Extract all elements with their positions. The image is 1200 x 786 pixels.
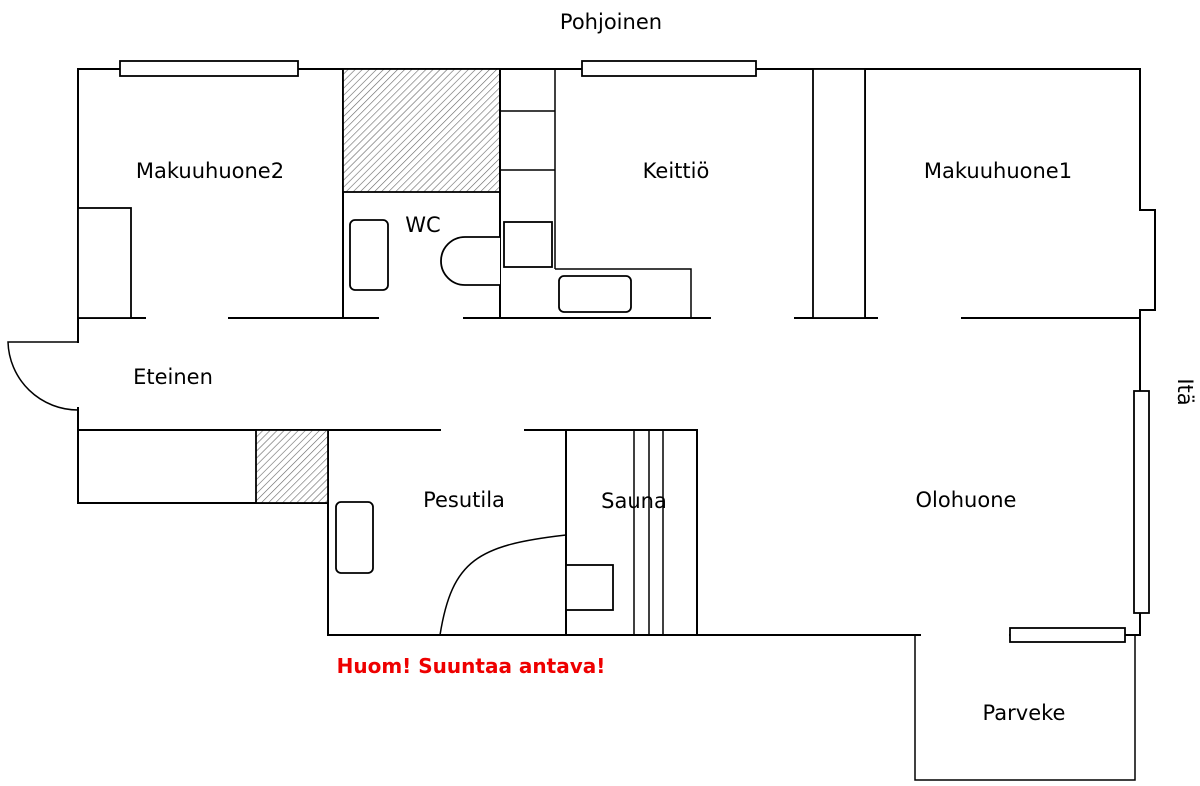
balcony-outline: [914, 635, 1136, 781]
sauna-benches: [633, 430, 664, 635]
wardrobe-kitchen-side: [812, 68, 866, 319]
kitchen-cabinets: [500, 69, 692, 318]
bay-window: [1139, 197, 1156, 311]
washbasin-washroom: [335, 501, 374, 574]
shaft-hatched-north: [342, 68, 501, 193]
compass-east-label: Itä: [1173, 378, 1197, 405]
toilet-wc: [440, 236, 500, 286]
window-living-east: [1133, 390, 1150, 614]
room-label-washroom: Pesutila: [423, 488, 505, 512]
stove: [503, 221, 553, 268]
wardrobe-bedroom2: [77, 207, 132, 319]
room-label-balcony: Parveke: [983, 701, 1066, 725]
outer-walls: [77, 68, 1141, 636]
room-label-hallway: Eteinen: [133, 365, 213, 389]
room-label-sauna: Sauna: [601, 489, 667, 513]
room-label-bedroom1: Makuuhuone1: [924, 159, 1072, 183]
room-label-kitchen: Keittiö: [643, 159, 710, 183]
disclaimer-notice: Huom! Suuntaa antava!: [337, 654, 606, 678]
room-label-living-room: Olohuone: [916, 488, 1017, 512]
compass-north-label: Pohjoinen: [560, 10, 662, 34]
room-label-wc: WC: [405, 213, 440, 237]
washbasin-wc: [349, 219, 389, 291]
room-label-bedroom2: Makuuhuone2: [136, 159, 284, 183]
sauna-door-swing: [439, 534, 567, 636]
window-balcony-door: [1009, 627, 1126, 643]
kitchen-sink: [558, 275, 632, 313]
shaft-hatched-south: [255, 429, 329, 504]
window-kitchen: [581, 60, 757, 77]
sauna-stove: [565, 564, 614, 611]
window-bedroom2: [119, 60, 299, 77]
entrance-door: [7, 341, 79, 411]
